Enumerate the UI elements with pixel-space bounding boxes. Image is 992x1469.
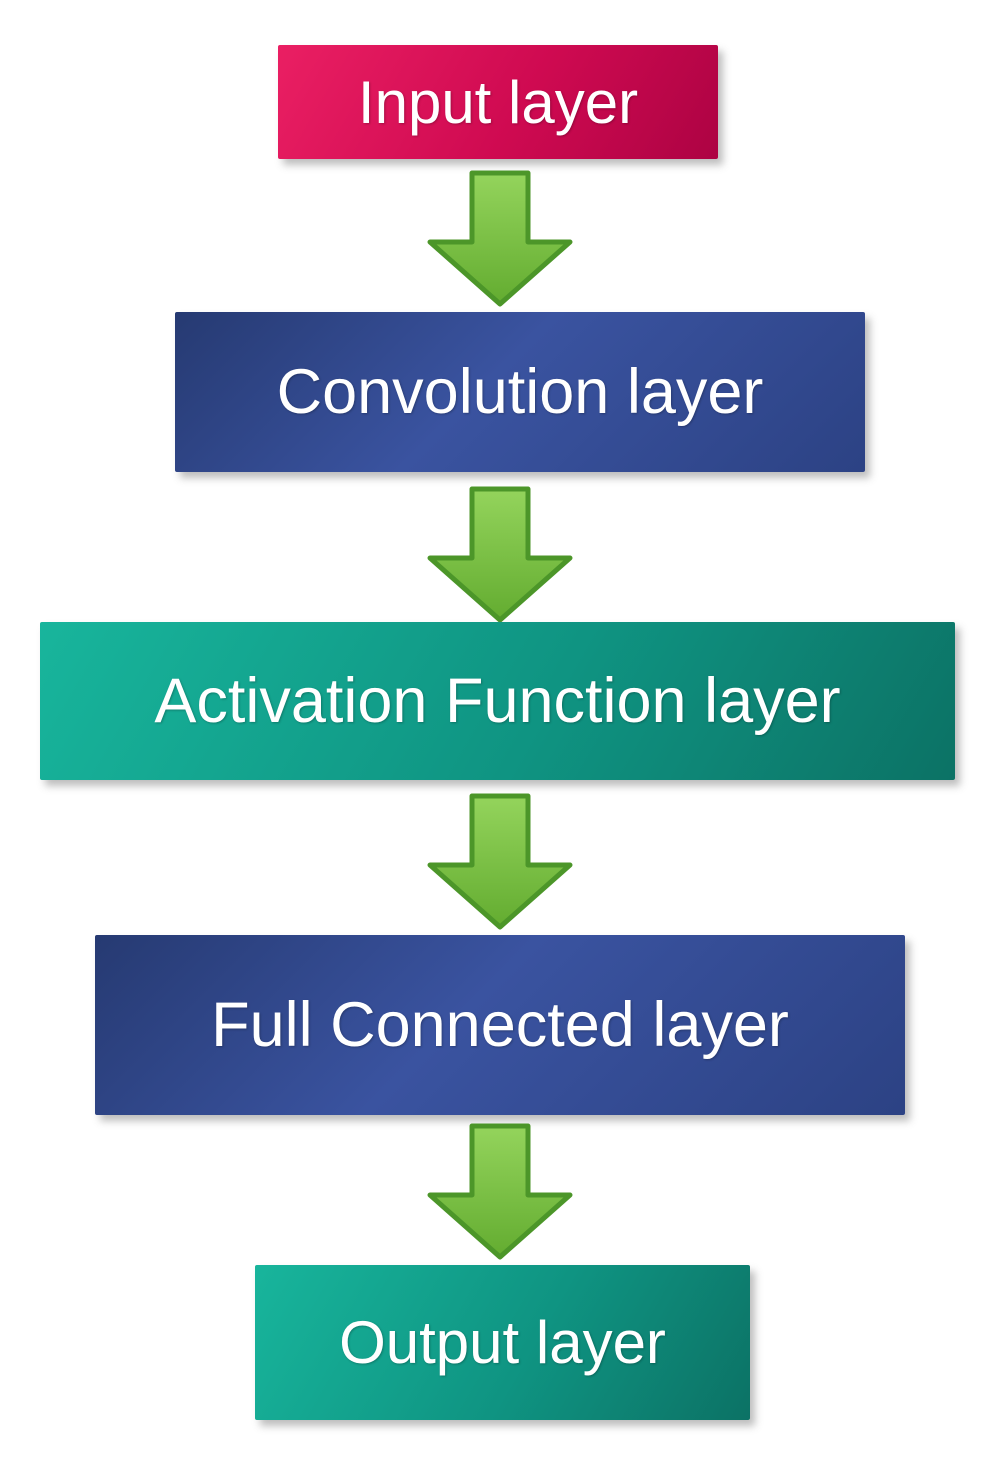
node-input-layer: Input layer bbox=[278, 45, 718, 159]
node-convolution-layer: Convolution layer bbox=[175, 312, 865, 472]
down-arrow-icon bbox=[427, 486, 573, 623]
node-output-layer: Output layer bbox=[255, 1265, 750, 1420]
node-convolution-layer-label: Convolution layer bbox=[276, 357, 764, 427]
node-input-layer-label: Input layer bbox=[357, 68, 639, 136]
node-full-connected-layer: Full Connected layer bbox=[95, 935, 905, 1115]
down-arrow-icon bbox=[427, 1123, 573, 1260]
node-full-connected-layer-label: Full Connected layer bbox=[211, 990, 789, 1060]
node-activation-function-layer: Activation Function layer bbox=[40, 622, 955, 780]
node-activation-function-layer-label: Activation Function layer bbox=[154, 666, 841, 736]
node-output-layer-label: Output layer bbox=[339, 1309, 666, 1376]
down-arrow-icon bbox=[427, 793, 573, 930]
down-arrow-icon bbox=[427, 170, 573, 307]
